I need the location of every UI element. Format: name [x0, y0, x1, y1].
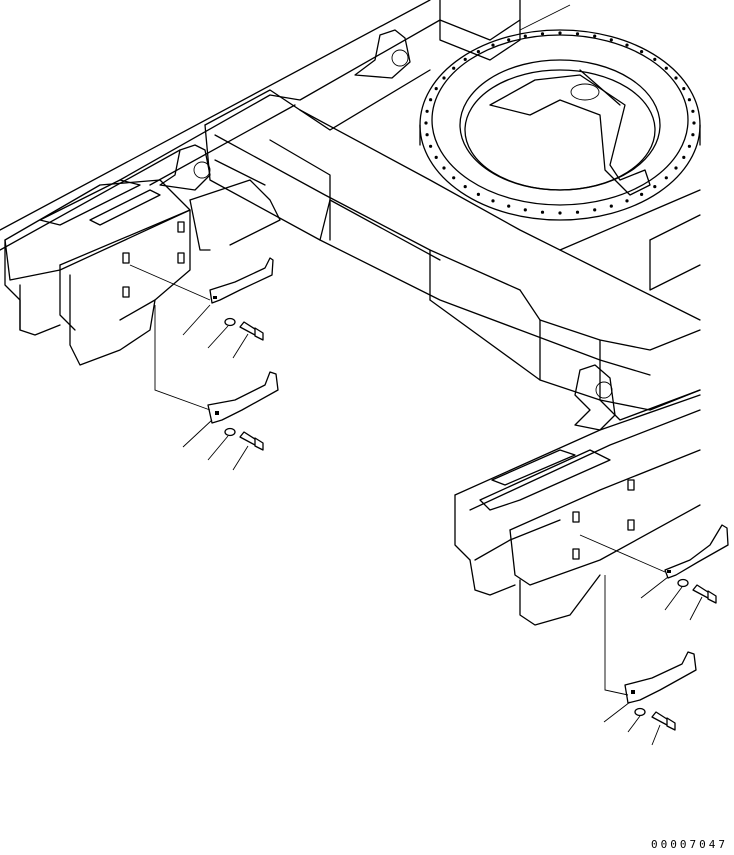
bolt-hole [575, 210, 580, 214]
bolt-hole [653, 57, 657, 62]
bolt-hole [625, 199, 629, 203]
bolt-hole [476, 50, 480, 54]
bolt-hole [664, 66, 668, 70]
bolt-hole [429, 98, 433, 102]
drawing-number: 00007047 [651, 838, 728, 851]
bolt-hole [442, 166, 446, 170]
left-lower-cover-plate [208, 372, 278, 423]
bolt-hole [523, 34, 527, 38]
bolt-hole [692, 121, 696, 125]
bolt-hole [540, 210, 545, 214]
bolt-hole [625, 43, 629, 47]
swing-circle-ring [420, 30, 700, 220]
bolt-hole [640, 50, 644, 54]
bolt-hole [609, 38, 613, 42]
bolt-hole [491, 43, 495, 47]
bolt-hole [640, 192, 644, 196]
right-lower-bolt [652, 712, 675, 730]
bolt-hole [463, 185, 467, 189]
bolt-hole [523, 208, 527, 212]
bolt-hole [507, 38, 511, 42]
bolt-hole [540, 32, 545, 36]
bolt-hole [593, 34, 597, 38]
bolt-hole [476, 192, 480, 196]
bolt-hole [664, 176, 668, 180]
bolt-hole [491, 199, 495, 203]
bolt-hole [452, 176, 456, 180]
bolt-hole [558, 211, 562, 215]
left-lower-washer [225, 429, 235, 436]
bolt-hole [575, 32, 580, 36]
assembly-lines [130, 265, 665, 695]
left-upper-cover-plate [210, 258, 273, 303]
bolt-hole [434, 87, 438, 91]
callout-leaders [183, 5, 702, 745]
bolt-hole [442, 76, 446, 80]
right-lower-washer [635, 709, 645, 716]
track-frame-body [0, 0, 700, 625]
bolt-hole [463, 57, 467, 62]
bolt-hole [507, 204, 511, 208]
bolt-hole [674, 166, 678, 170]
bolt-hole [691, 109, 695, 113]
left-lower-bolt [240, 432, 263, 450]
bolt-hole [425, 133, 429, 137]
bolt-hole [682, 87, 686, 91]
bolt-hole [682, 155, 686, 159]
bolt-hole [653, 185, 657, 189]
left-upper-bolt [240, 322, 263, 340]
right-upper-washer [678, 580, 688, 587]
swing-circle-bolt-holes [424, 31, 696, 215]
bolt-hole [687, 144, 692, 148]
bolt-hole [434, 155, 438, 159]
bolt-hole [691, 133, 695, 137]
right-upper-cover-plate [665, 525, 728, 578]
left-upper-washer [225, 319, 235, 326]
bolt-hole [687, 98, 692, 102]
right-upper-bolt [693, 585, 716, 603]
right-lower-cover-plate [625, 652, 696, 703]
bolt-hole [429, 144, 433, 148]
bolt-hole [424, 121, 428, 125]
bolt-hole [425, 109, 429, 113]
bolt-hole [674, 76, 678, 80]
bolt-hole [609, 204, 613, 208]
bolt-hole [593, 208, 597, 212]
bolt-hole [452, 66, 456, 70]
bolt-hole [558, 31, 562, 35]
